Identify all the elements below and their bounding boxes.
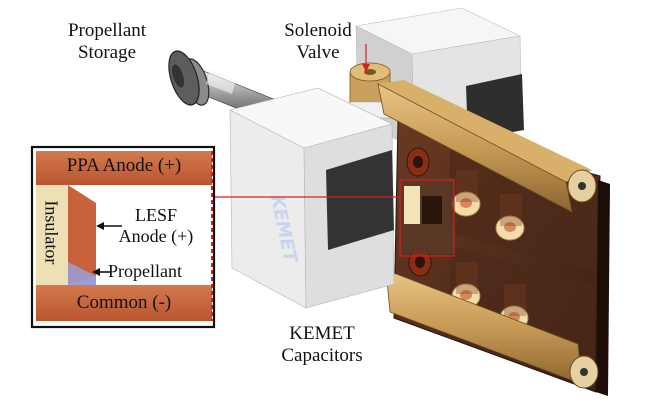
arrow-icon [96,222,104,230]
label-propellant-storage: Propellant Storage [67,20,147,63]
inset-label-insulator: Insulator [41,200,62,265]
common-electrode-bar [385,269,599,389]
common-layer [36,285,212,321]
cross-section-inset [30,145,216,329]
label-kemet-capacitors: KEMET Capacitors [281,323,363,366]
ppa-anode-layer [36,151,212,185]
insulator-layer [36,185,68,285]
inset-label-lesf-anode: LESF Anode (+) [118,205,194,246]
inset-label-common: Common (-) [76,292,172,313]
kemet-capacitor-block: KEMET [229,87,395,309]
label-solenoid-valve: Solenoid Valve [284,20,352,63]
inset-label-propellant: Propellant [108,261,182,281]
arrow-icon [92,268,100,276]
lesf-anode-layer [68,185,96,285]
ppa-anode-bar [377,80,597,213]
inset-label-ppa-anode: PPA Anode (+) [66,155,182,176]
callout-connector [214,44,455,257]
